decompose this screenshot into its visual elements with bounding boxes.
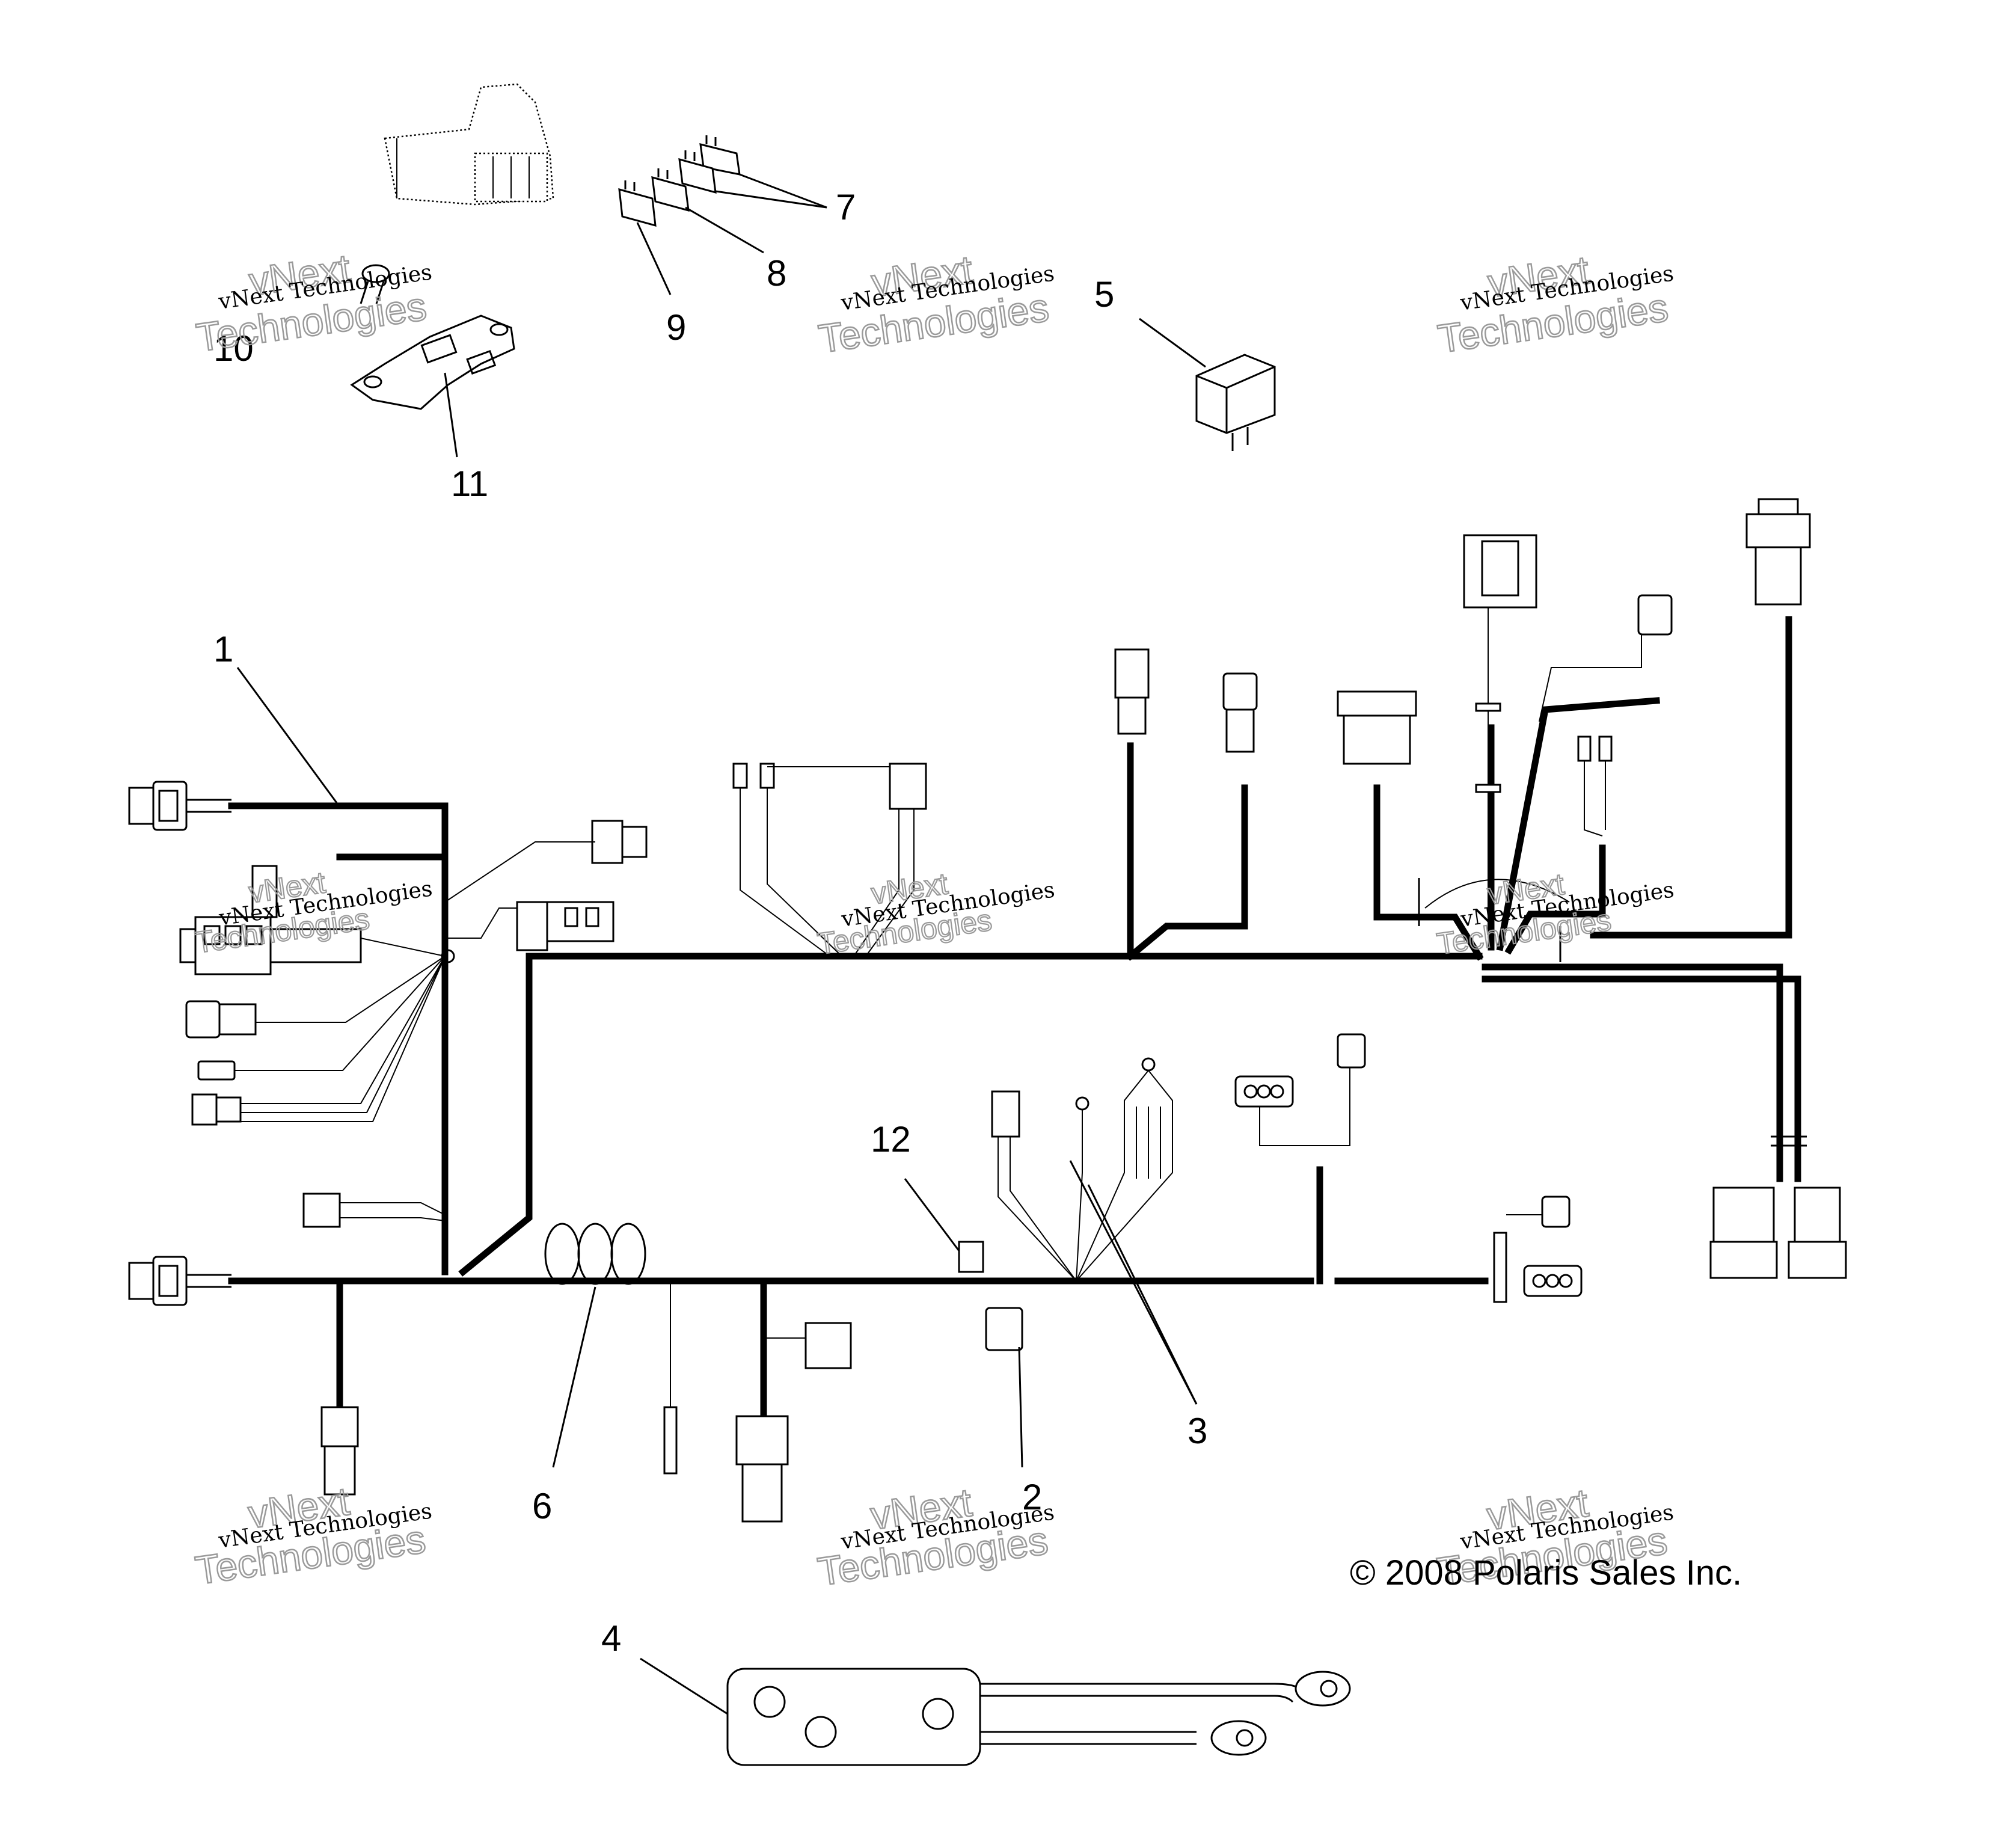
callout-11: 11: [451, 464, 488, 504]
fuse-7b: [678, 150, 717, 194]
leader-7a: [739, 173, 827, 209]
battery-cable-4: [726, 1668, 1351, 1766]
leader-6: [552, 1286, 596, 1468]
grommet-6a: [544, 1223, 580, 1285]
bracket-11: [350, 315, 515, 410]
grommet-6b: [577, 1223, 613, 1285]
grommet-6c: [610, 1223, 646, 1285]
lower-connectors: [320, 1033, 1847, 1523]
leader-9: [636, 222, 672, 295]
watermark-7: vNext Technologies vNext Technologies: [192, 1478, 434, 1593]
fuse-group: [618, 135, 741, 227]
left-connectors: [128, 781, 648, 1306]
watermark-1: vNext Technologies vNext Technologies: [193, 245, 434, 360]
fuse-box: [384, 83, 554, 206]
connector-bl: [128, 1256, 231, 1306]
callout-9: 9: [666, 307, 686, 348]
leader-1: [236, 667, 338, 803]
callout-8: 8: [767, 253, 786, 293]
copyright-notice: © 2008 Polaris Sales Inc.: [1350, 1553, 1742, 1592]
callout-7: 7: [836, 187, 856, 227]
connector-tl: [128, 781, 231, 831]
upper-connectors: [732, 498, 1811, 962]
relay-5: [1195, 354, 1276, 451]
callout-10: 10: [213, 328, 254, 369]
callout-4: 4: [601, 1618, 621, 1659]
callout-2: 2: [1022, 1477, 1042, 1517]
connector-2: [985, 1307, 1023, 1351]
leader-5: [1139, 318, 1206, 368]
leader-12: [904, 1178, 960, 1251]
watermark-4: vNext Technologies vNext Technologies: [192, 865, 434, 960]
leader-3b: [1069, 1160, 1198, 1405]
leader-7b: [715, 190, 827, 209]
leader-8: [685, 206, 764, 254]
leader-11: [444, 372, 458, 458]
fuse-8: [651, 168, 690, 212]
fuse-9: [618, 180, 657, 227]
watermark-6: vNext Technologies vNext Technologies: [1434, 867, 1676, 962]
clip-12: [958, 1241, 984, 1273]
bolt-10: [360, 264, 390, 304]
callout-5: 5: [1094, 274, 1114, 315]
callout-3: 3: [1188, 1411, 1207, 1451]
main-harness: [228, 616, 1801, 1417]
watermark-2: vNext Technologies vNext Technologies: [815, 246, 1056, 361]
callout-1: 1: [213, 629, 233, 669]
watermark-3: vNext Technologies vNext Technologies: [1435, 247, 1675, 362]
leader-4: [640, 1657, 728, 1715]
leader-2: [1018, 1346, 1023, 1468]
callout-12: 12: [871, 1119, 911, 1159]
watermark-5: vNext Technologies vNext Technologies: [815, 866, 1056, 962]
callout-6: 6: [532, 1486, 552, 1526]
